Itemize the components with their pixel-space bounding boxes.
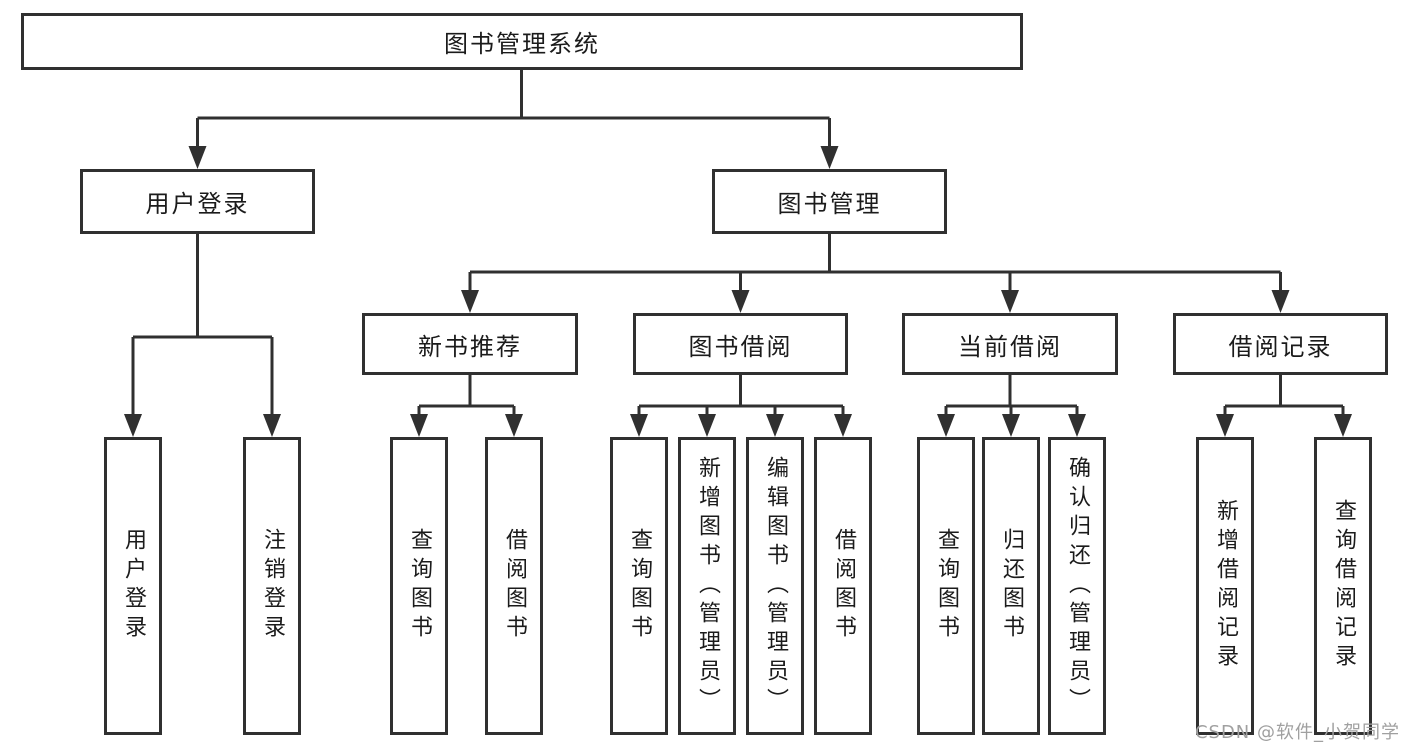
- node-label: 查询图书: [407, 528, 432, 644]
- leaf-user-login: 用户登录: [104, 437, 162, 735]
- leaf-return-book: 归还图书: [982, 437, 1040, 735]
- node-label: 新增借阅记录: [1213, 499, 1238, 673]
- leaf-edit-book-admin: 编辑图书（管理员）: [746, 437, 804, 735]
- node-label: 查询借阅记录: [1331, 499, 1356, 673]
- leaf-borrow-book-2: 借阅图书: [814, 437, 872, 735]
- node-label: 查询图书: [627, 528, 652, 644]
- node-label: 新增图书（管理员）: [695, 455, 720, 717]
- node-label: 新书推荐: [418, 332, 522, 361]
- node-label: 注销登录: [260, 528, 285, 644]
- leaf-logout-login: 注销登录: [243, 437, 301, 735]
- node-label: 确认归还（管理员）: [1065, 455, 1090, 717]
- node-label: 编辑图书（管理员）: [763, 455, 788, 717]
- leaf-borrow-book-1: 借阅图书: [485, 437, 543, 735]
- node-label: 当前借阅: [958, 332, 1062, 361]
- leaf-query-book-3: 查询图书: [917, 437, 975, 735]
- node-borrow-records: 借阅记录: [1173, 313, 1388, 375]
- node-book-borrow: 图书借阅: [633, 313, 848, 375]
- csdn-watermark: CSDN @软件_小贺同学: [1194, 722, 1400, 743]
- node-label: 借阅图书: [502, 528, 527, 644]
- leaf-query-book-1: 查询图书: [390, 437, 448, 735]
- node-label: 归还图书: [999, 528, 1024, 644]
- leaf-query-book-2: 查询图书: [610, 437, 668, 735]
- arrowhead-icons: [124, 146, 1352, 437]
- node-label: 借阅记录: [1228, 332, 1333, 361]
- node-label: 查询图书: [934, 528, 959, 644]
- node-current-borrow: 当前借阅: [902, 313, 1118, 375]
- node-root: 图书管理系统: [21, 13, 1023, 70]
- leaf-add-book-admin: 新增图书（管理员）: [678, 437, 736, 735]
- node-label: 图书借阅: [688, 332, 793, 361]
- node-new-book-recommend: 新书推荐: [362, 313, 578, 375]
- node-user-login: 用户登录: [80, 169, 315, 234]
- node-label: 图书管理: [777, 190, 882, 218]
- leaf-add-borrow-record: 新增借阅记录: [1196, 437, 1254, 735]
- node-label: 图书管理系统: [444, 30, 600, 58]
- node-label: 用户登录: [145, 190, 250, 218]
- leaf-query-borrow-record: 查询借阅记录: [1314, 437, 1372, 735]
- node-book-management: 图书管理: [712, 169, 947, 234]
- node-label: 用户登录: [121, 528, 146, 644]
- connector-shafts: [131, 69, 1345, 420]
- leaf-confirm-return-admin: 确认归还（管理员）: [1048, 437, 1106, 735]
- node-label: 借阅图书: [831, 528, 856, 644]
